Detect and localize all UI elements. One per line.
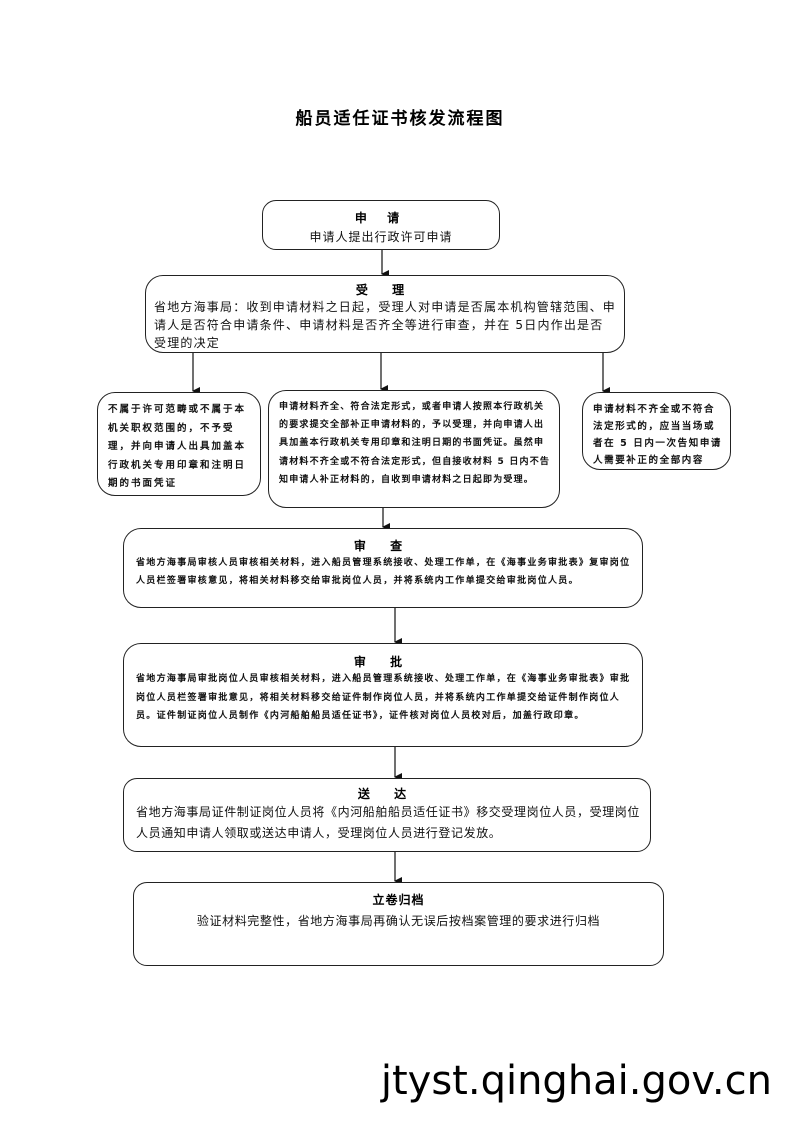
step-apply-heading: 申 请 bbox=[354, 211, 408, 225]
step-approve-text: 省地方海事局审批岗位人员审核相关材料，进入船员管理系统接收、处理工作单，在《海事… bbox=[136, 674, 631, 721]
step-approve-heading: 审 批 bbox=[353, 655, 413, 669]
step-review-heading: 审 查 bbox=[353, 539, 413, 553]
branch-accepted-text: 申请材料齐全、符合法定形式，或者申请人按照本行政机关的要求提交全部补正申请材料的… bbox=[279, 402, 551, 485]
step-review-box: 审 查 省地方海事局审核人员审核相关材料，进入船员管理系统接收、处理工作单，在《… bbox=[123, 528, 643, 608]
branch-reject-text: 不属于许可范畴或不属于本机关职权范围的，不予受理，并向申请人出具加盖本行政机关专… bbox=[108, 404, 247, 489]
step-apply-text: 申请人提出行政许可申请 bbox=[309, 230, 453, 244]
step-apply-box: 申 请 申请人提出行政许可申请 bbox=[262, 200, 500, 250]
branch-reject-box: 不属于许可范畴或不属于本机关职权范围的，不予受理，并向申请人出具加盖本行政机关专… bbox=[97, 392, 261, 496]
branch-incomplete-box: 申请材料不齐全或不符合法定形式的，应当当场或者在 5 日内一次告知申请人需要补正… bbox=[582, 392, 731, 470]
step-deliver-heading: 送 达 bbox=[357, 787, 417, 801]
source-watermark: jtyst.qinghai.gov.cn bbox=[380, 1058, 772, 1104]
step-archive-text: 验证材料完整性，省地方海事局再确认无误后按档案管理的要求进行归档 bbox=[196, 914, 601, 928]
step-archive-heading: 立卷归档 bbox=[372, 893, 425, 907]
step-deliver-text: 省地方海事局证件制证岗位人员将《内河船舶船员适任证书》移交受理岗位人员，受理岗位… bbox=[136, 805, 641, 840]
branch-incomplete-text: 申请材料不齐全或不符合法定形式的，应当当场或者在 5 日内一次告知申请人需要补正… bbox=[593, 404, 723, 466]
step-deliver-box: 送 达 省地方海事局证件制证岗位人员将《内河船舶船员适任证书》移交受理岗位人员，… bbox=[123, 778, 651, 852]
step-accept-box: 受 理 省地方海事局：收到申请材料之日起，受理人对申请是否属本机构管辖范围、申请… bbox=[145, 275, 625, 353]
page-title: 船员适任证书核发流程图 bbox=[295, 109, 505, 129]
step-approve-box: 审 批 省地方海事局审批岗位人员审核相关材料，进入船员管理系统接收、处理工作单，… bbox=[123, 643, 643, 747]
step-review-text: 省地方海事局审核人员审核相关材料，进入船员管理系统接收、处理工作单，在《海事业务… bbox=[136, 558, 631, 586]
step-archive-box: 立卷归档 验证材料完整性，省地方海事局再确认无误后按档案管理的要求进行归档 bbox=[133, 882, 664, 966]
step-accept-heading: 受 理 bbox=[355, 283, 415, 297]
branch-accepted-box: 申请材料齐全、符合法定形式，或者申请人按照本行政机关的要求提交全部补正申请材料的… bbox=[268, 390, 560, 508]
step-accept-text: 省地方海事局：收到申请材料之日起，受理人对申请是否属本机构管辖范围、申请人是否符… bbox=[154, 300, 617, 350]
